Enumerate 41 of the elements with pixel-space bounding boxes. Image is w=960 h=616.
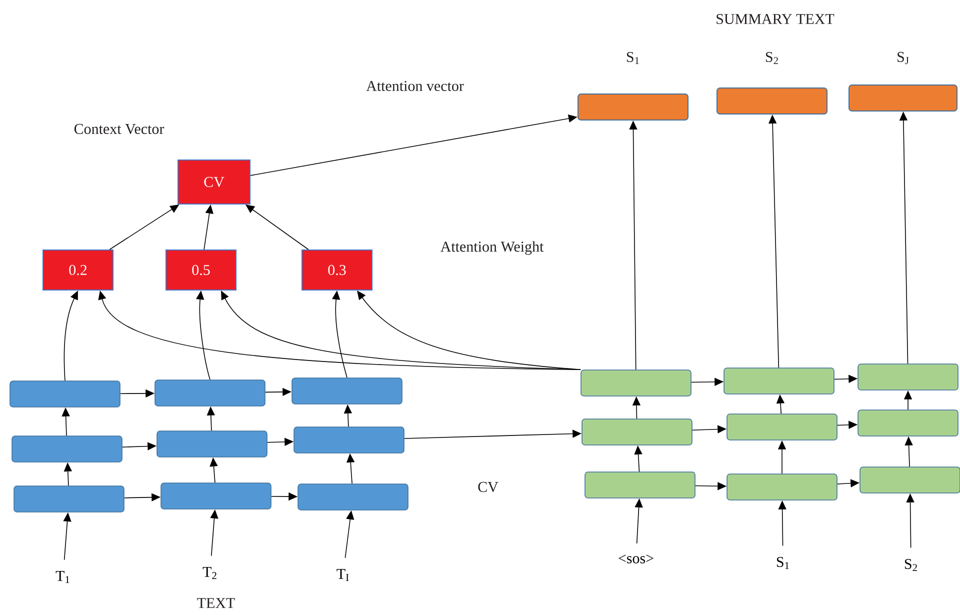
encoder-cell	[292, 378, 402, 404]
weight-box: 0.5	[166, 250, 236, 290]
annotation-label: Attention vector	[366, 80, 464, 92]
decoder-cell	[726, 414, 838, 440]
decoder-cell	[860, 466, 960, 494]
token-label: T$_{1}$	[56, 571, 70, 583]
decoder-cell	[580, 370, 692, 396]
token-label: T$_{2}$	[202, 567, 216, 579]
annotation-label: Attention Weight	[440, 241, 544, 255]
encoder-cell	[298, 484, 408, 510]
weight-box: 0.3	[302, 250, 372, 290]
token-label: T$_{I}$	[336, 569, 349, 581]
heading: SUMMARY TEXT	[716, 14, 834, 24]
decoder-cell	[582, 418, 692, 446]
token-label: <sos>	[618, 554, 654, 564]
token-label: S$_{2}$	[904, 558, 917, 572]
encoder-cell	[160, 482, 272, 510]
context-vector-box: CV	[178, 160, 250, 204]
encoder-cell	[156, 430, 268, 458]
encoder-cell	[154, 380, 266, 406]
token-label: S$_{1}$	[776, 556, 789, 570]
annotation-label: Context Vector	[74, 124, 164, 134]
decoder-cell	[726, 474, 838, 500]
heading: TEXT	[197, 598, 235, 608]
arrow	[357, 290, 581, 370]
encoder-cell	[14, 486, 124, 512]
decoder-cell	[584, 472, 696, 498]
output-token-label: S$_{2}$	[766, 52, 778, 64]
encoder-cell	[12, 436, 122, 462]
decoder-cell	[858, 364, 958, 390]
decoder-cell	[724, 368, 834, 394]
weight-box: 0.2	[42, 250, 114, 290]
decoder-cell	[858, 410, 958, 436]
output-token-label: S$_{1}$	[626, 52, 639, 64]
output-box	[716, 88, 828, 114]
output-box	[848, 84, 958, 112]
encoder-cell	[294, 426, 404, 454]
annotation-label: CV	[478, 482, 498, 492]
output-token-label: S$_{J}$	[898, 52, 909, 64]
output-box	[578, 94, 688, 120]
encoder-cell	[10, 380, 120, 408]
